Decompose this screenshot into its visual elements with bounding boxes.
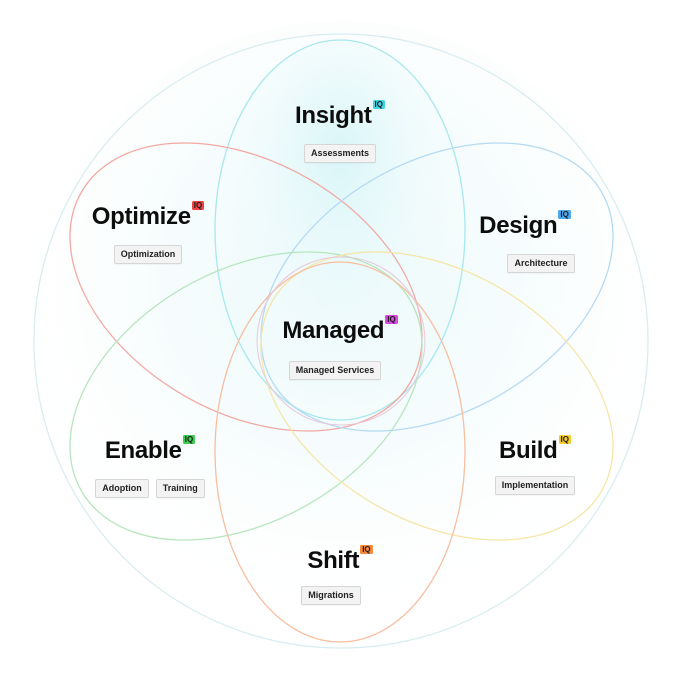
node-insight-header: Insight IQ	[294, 100, 385, 129]
node-shift: Shift IQ Migrations	[290, 545, 390, 605]
tag-assessments[interactable]: Assessments	[303, 144, 377, 163]
node-title: Build	[499, 437, 558, 464]
iq-badge: IQ	[372, 100, 385, 109]
node-title: Managed	[282, 317, 385, 344]
iq-badge: IQ	[385, 315, 398, 324]
tag-architecture[interactable]: Architecture	[507, 254, 575, 273]
node-title: Enable	[104, 437, 182, 464]
ring-enable	[69, 251, 423, 541]
node-managed-header: Managed IQ	[282, 315, 398, 344]
ring-shift	[214, 261, 466, 643]
node-enable-header: Enable IQ	[104, 435, 196, 464]
tag-training[interactable]: Training	[155, 479, 205, 498]
tag-list: Adoption Training	[95, 479, 205, 498]
node-insight: Insight IQ Assessments	[290, 100, 390, 163]
node-title: Design	[479, 212, 558, 239]
tag-list: Managed Services	[288, 361, 382, 380]
ring-insight	[214, 39, 466, 421]
tag-list: Implementation	[494, 476, 576, 495]
node-build-header: Build IQ	[499, 435, 571, 464]
node-shift-header: Shift IQ	[307, 545, 373, 574]
ring-build	[260, 251, 614, 541]
tag-migrations[interactable]: Migrations	[301, 586, 361, 605]
tag-list: Migrations	[301, 586, 361, 605]
node-design-header: Design IQ	[479, 210, 571, 239]
ring-optimize	[69, 142, 423, 432]
node-optimize-header: Optimize IQ	[91, 201, 205, 230]
ring-managed	[256, 256, 426, 426]
node-title: Optimize	[91, 203, 191, 230]
iq-badge: IQ	[558, 210, 571, 219]
ring-design	[260, 142, 614, 432]
node-build: Build IQ Implementation	[480, 435, 590, 495]
iq-badge: IQ	[558, 435, 571, 444]
node-optimize: Optimize IQ Optimization	[83, 201, 213, 264]
tag-managed-services[interactable]: Managed Services	[288, 361, 382, 380]
iq-badge: IQ	[191, 201, 205, 210]
tag-implementation[interactable]: Implementation	[494, 476, 576, 495]
tag-list: Architecture	[507, 254, 575, 273]
node-title: Insight	[294, 102, 372, 129]
node-enable: Enable IQ Adoption Training	[85, 435, 215, 498]
node-design: Design IQ Architecture	[470, 210, 580, 273]
node-title: Shift	[307, 547, 360, 574]
tag-adoption[interactable]: Adoption	[95, 479, 149, 498]
tag-list: Optimization	[113, 245, 183, 264]
iq-badge: IQ	[182, 435, 196, 444]
node-managed: Managed IQ Managed Services	[270, 315, 410, 380]
tag-optimization[interactable]: Optimization	[113, 245, 183, 264]
tag-list: Assessments	[303, 144, 377, 163]
outer-ring	[33, 33, 649, 649]
iq-badge: IQ	[360, 545, 373, 554]
